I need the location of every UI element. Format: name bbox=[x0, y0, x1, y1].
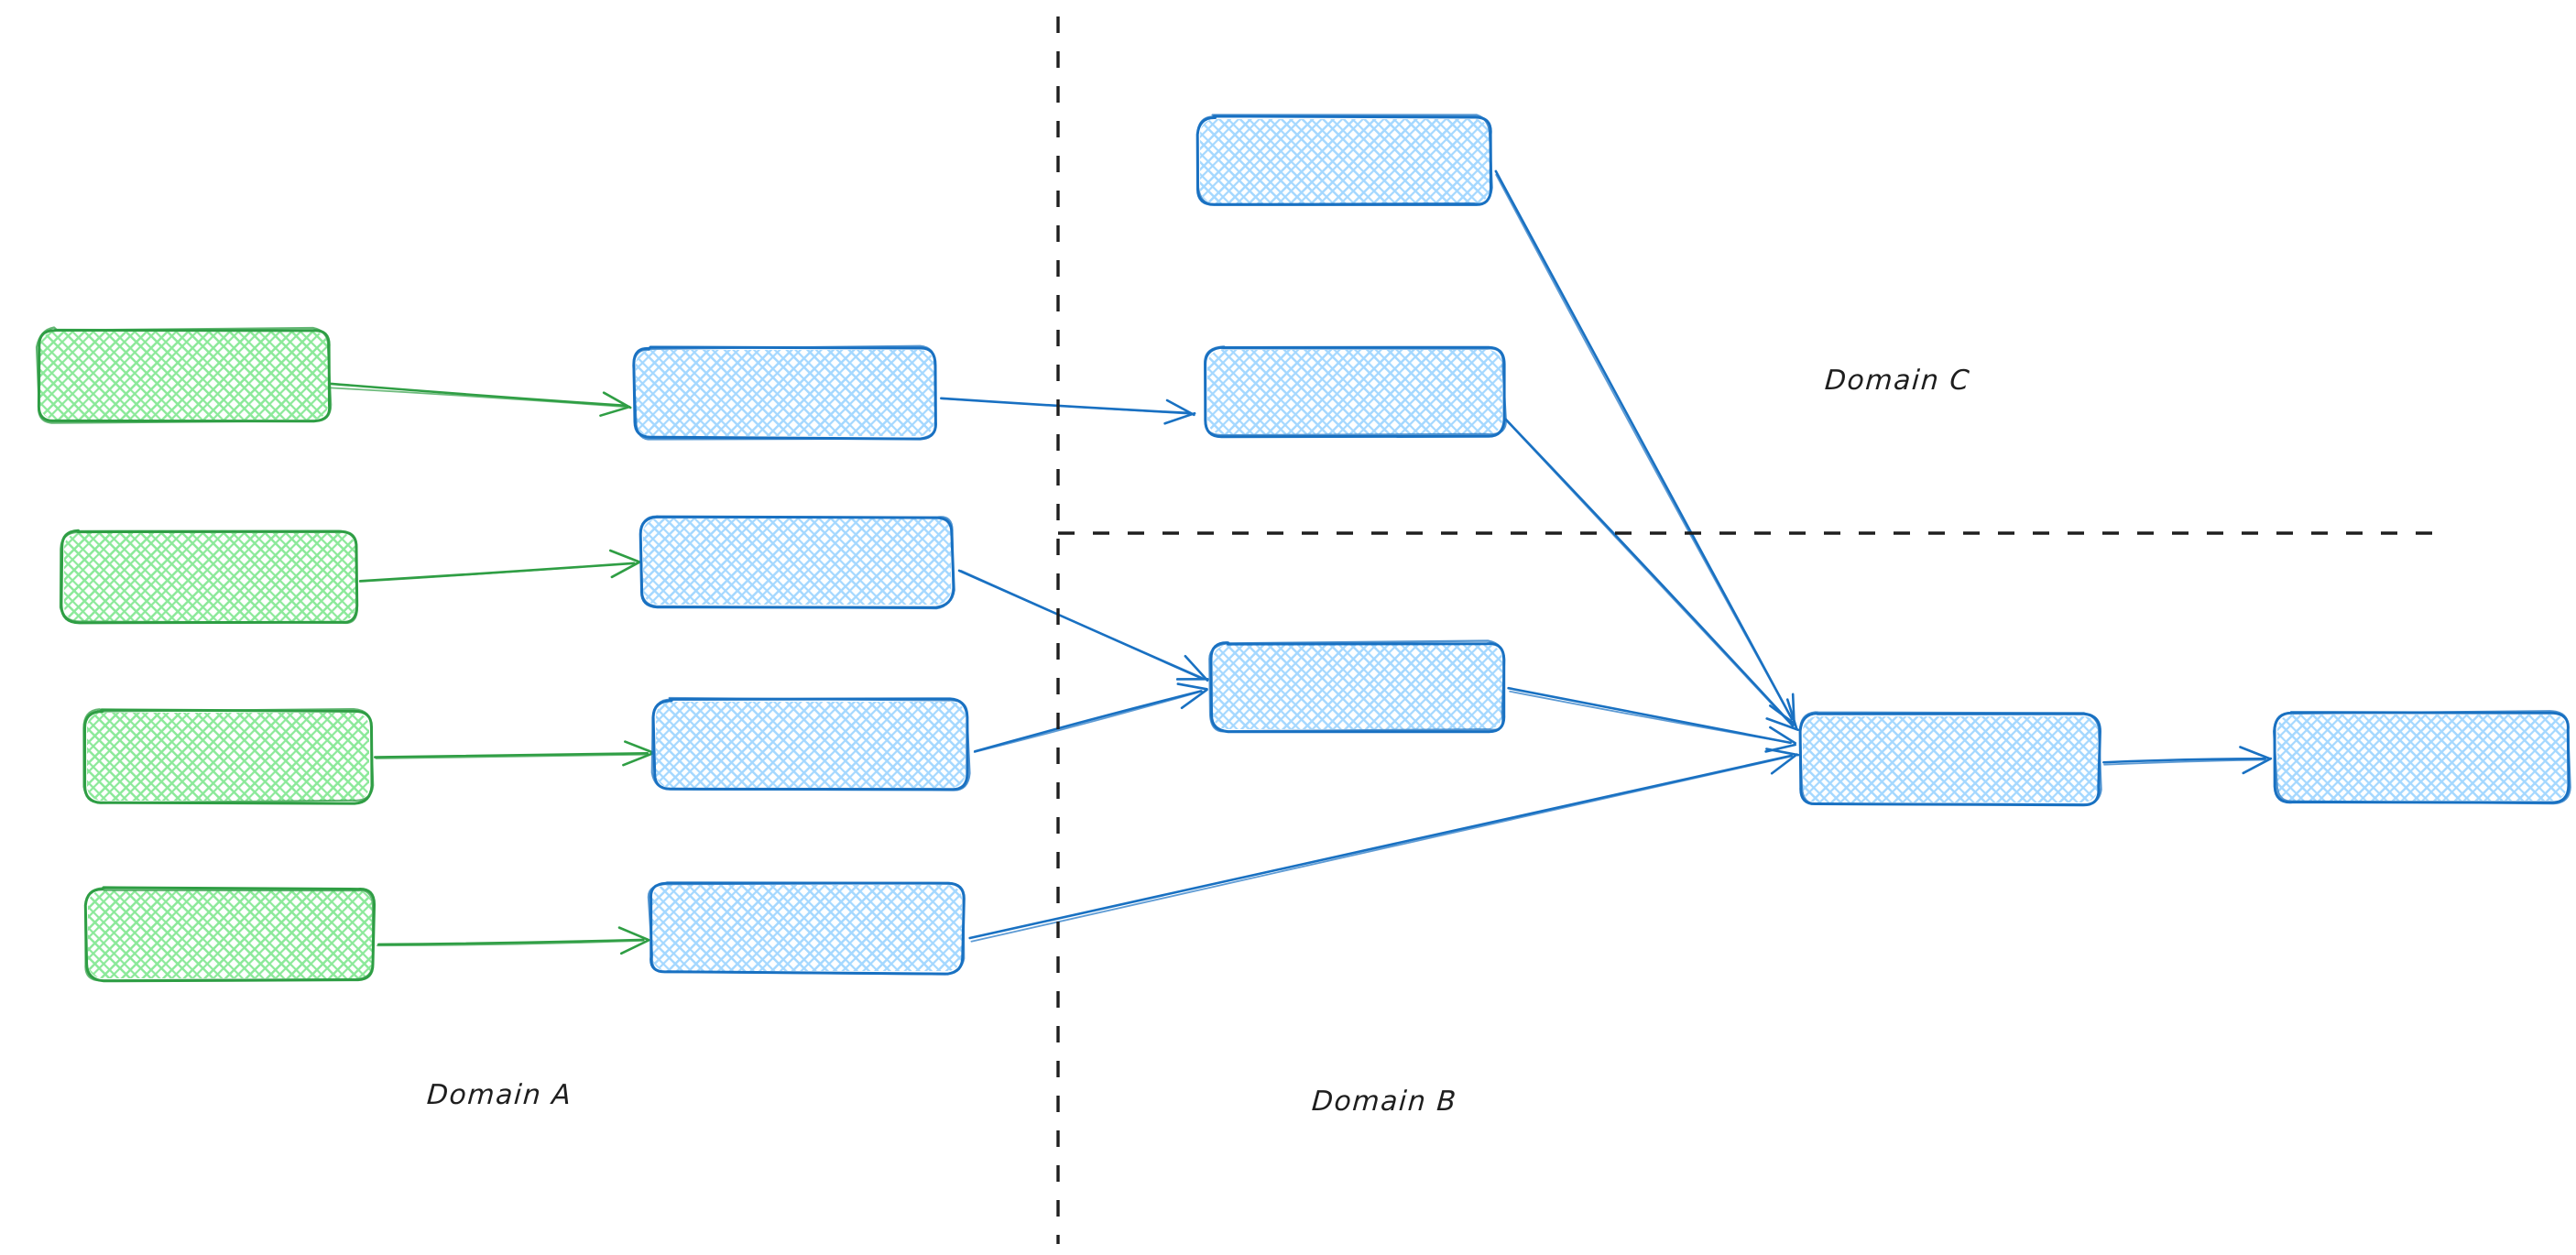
edge-shaft bbox=[358, 562, 636, 583]
node-c1[interactable] bbox=[1798, 711, 2102, 807]
edge-shaft bbox=[973, 690, 1203, 753]
edge-shaft bbox=[2102, 757, 2266, 764]
node-fill bbox=[1803, 716, 2098, 802]
node-a2[interactable] bbox=[59, 529, 359, 625]
edge-shaft bbox=[941, 398, 1191, 415]
node-outline bbox=[1204, 345, 1507, 437]
edge-shaft bbox=[373, 752, 649, 758]
edge-arrowhead bbox=[602, 391, 632, 409]
edge-arrowhead bbox=[1176, 682, 1208, 691]
domain-c-label: Domain C bbox=[1823, 365, 1972, 397]
node-outline bbox=[59, 529, 359, 625]
node-outline bbox=[647, 881, 966, 976]
edge-arrowhead bbox=[1184, 654, 1209, 682]
node-outline bbox=[35, 326, 333, 424]
node-b3[interactable] bbox=[1208, 639, 1506, 734]
node-fill bbox=[2277, 715, 2567, 801]
node-m4[interactable] bbox=[647, 881, 966, 976]
edge-arrowhead bbox=[1163, 411, 1196, 425]
edges-group bbox=[329, 169, 2273, 955]
node-fill bbox=[643, 518, 951, 605]
node-outline bbox=[84, 887, 375, 982]
edge-shaft bbox=[1494, 169, 1794, 721]
edge-arrowhead bbox=[1165, 398, 1195, 417]
edge-arrowhead bbox=[617, 926, 650, 942]
edge-a2-to-m2[interactable] bbox=[358, 549, 641, 583]
node-fill bbox=[88, 890, 372, 978]
edge-arrowhead bbox=[608, 549, 641, 563]
edge-shaft bbox=[1505, 420, 1795, 728]
node-fill bbox=[656, 702, 966, 788]
node-m1[interactable] bbox=[632, 344, 937, 441]
edge-m2-to-b3[interactable] bbox=[957, 569, 1209, 682]
node-outline bbox=[2273, 710, 2571, 805]
edge-shaft bbox=[968, 754, 1793, 940]
node-outline bbox=[632, 344, 937, 441]
edge-shaft bbox=[2103, 758, 2265, 766]
edge-arrowhead bbox=[1764, 743, 1796, 753]
node-outline bbox=[1798, 711, 2102, 806]
edge-arrowhead bbox=[1765, 717, 1800, 732]
edge-a1-to-m1[interactable] bbox=[329, 382, 632, 417]
edge-b1-to-c1[interactable] bbox=[1494, 169, 1796, 726]
edge-arrowhead bbox=[1769, 726, 1796, 745]
node-outline bbox=[650, 696, 971, 791]
edge-arrowhead bbox=[1785, 698, 1798, 730]
node-b1[interactable] bbox=[1195, 114, 1493, 206]
edge-b3-to-c1[interactable] bbox=[1507, 686, 1796, 753]
edge-m1-to-b2[interactable] bbox=[940, 397, 1196, 425]
node-fill bbox=[87, 713, 369, 801]
nodes-group bbox=[35, 114, 2571, 983]
node-fill bbox=[652, 885, 962, 971]
node-fill bbox=[1207, 350, 1502, 434]
edge-m4-to-c1[interactable] bbox=[968, 748, 1800, 943]
edge-shaft bbox=[1509, 690, 1791, 744]
node-outline bbox=[1208, 639, 1506, 733]
edge-shaft bbox=[330, 382, 628, 408]
edge-arrowhead bbox=[624, 740, 654, 754]
edge-shaft bbox=[377, 938, 645, 946]
node-a3[interactable] bbox=[82, 708, 375, 805]
node-fill bbox=[636, 350, 934, 436]
domain-a-label: Domain A bbox=[425, 1079, 573, 1111]
edge-shaft bbox=[960, 570, 1205, 680]
edge-arrowhead bbox=[610, 561, 641, 579]
node-c2[interactable] bbox=[2273, 710, 2571, 805]
node-a4[interactable] bbox=[83, 886, 377, 983]
edge-shaft bbox=[1495, 173, 1793, 721]
node-outline bbox=[639, 515, 955, 610]
edge-shaft bbox=[375, 753, 648, 759]
edge-arrowhead bbox=[2242, 757, 2273, 775]
edge-arrowhead bbox=[1180, 688, 1208, 710]
domain-b-label: Domain B bbox=[1310, 1086, 1458, 1118]
node-outline bbox=[1196, 114, 1493, 205]
node-fill bbox=[1213, 645, 1502, 729]
edge-shaft bbox=[377, 940, 645, 947]
node-fill bbox=[40, 332, 328, 420]
edge-arrowhead bbox=[599, 405, 631, 417]
edge-arrowhead bbox=[2239, 746, 2272, 760]
edge-shaft bbox=[973, 690, 1203, 753]
node-m3[interactable] bbox=[650, 696, 971, 791]
node-a1[interactable] bbox=[35, 326, 333, 424]
edge-arrowhead bbox=[619, 939, 650, 955]
node-b2[interactable] bbox=[1204, 345, 1507, 439]
edge-a4-to-m4[interactable] bbox=[377, 926, 650, 955]
dividers-group bbox=[1056, 16, 2448, 1244]
edge-arrowhead bbox=[622, 752, 655, 767]
node-outline bbox=[82, 708, 375, 804]
edge-c1-to-c2[interactable] bbox=[2102, 746, 2273, 775]
edge-b2-to-c1[interactable] bbox=[1504, 418, 1800, 732]
edge-m3-to-b3[interactable] bbox=[973, 682, 1208, 753]
edge-shaft bbox=[970, 755, 1793, 943]
edge-shaft bbox=[329, 387, 627, 408]
node-fill bbox=[1200, 119, 1490, 203]
edge-a3-to-m3[interactable] bbox=[373, 740, 655, 767]
node-m2[interactable] bbox=[639, 515, 955, 610]
edge-arrowhead bbox=[1770, 753, 1798, 775]
node-fill bbox=[64, 533, 355, 621]
